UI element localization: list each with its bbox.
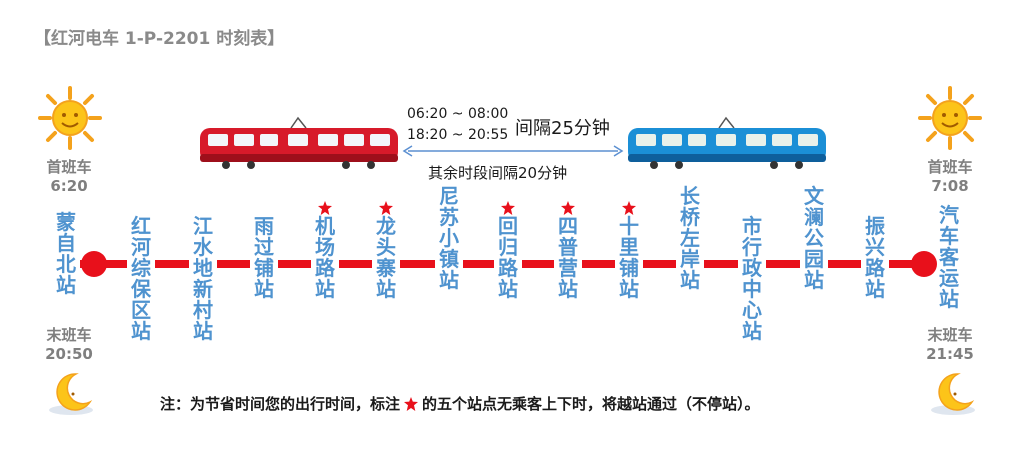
station-3: 雨过铺站: [254, 214, 274, 301]
track-segment: [582, 260, 615, 268]
tram-icon: [628, 116, 826, 169]
skip-note: 注：为节省时间您的出行时间，标注 的五个站点无乘客上下时，将越站通过（不停站）。: [160, 393, 760, 414]
station-5: 龙头寨站: [376, 214, 396, 301]
track-segment: [704, 260, 738, 268]
last-train-label: 末班车: [927, 326, 973, 344]
note-prefix: 注：为节省时间您的出行时间，标注: [160, 395, 401, 413]
double-arrow-icon: [402, 145, 624, 157]
station-9: 十里铺站: [619, 214, 639, 301]
right-first-train: 首班车 7:08: [915, 158, 985, 196]
first-train-label: 首班车: [46, 158, 92, 176]
star-icon: [561, 201, 575, 215]
star-icon: [379, 201, 393, 215]
star-icon: [404, 397, 419, 411]
sun-icon: [918, 86, 982, 150]
station-1: 红河综保区站: [131, 214, 151, 343]
left-last-train: 末班车 20:50: [34, 326, 104, 364]
track-segment: [522, 260, 554, 268]
peak-interval: 间隔25分钟: [515, 118, 610, 139]
track-segment: [155, 260, 189, 268]
track-segment: [400, 260, 435, 268]
star-icon: [622, 201, 636, 215]
terminal-dot-end: [911, 251, 937, 277]
last-train-time: 20:50: [45, 345, 93, 363]
first-train-time: 6:20: [50, 177, 88, 195]
note-suffix: 的五个站点无乘客上下时，将越站通过（不停站）。: [422, 395, 760, 413]
track-segment: [339, 260, 372, 268]
right-last-train: 末班车 21:45: [915, 326, 985, 364]
peak-time-ranges: 06:20 ~ 08:00 18:20 ~ 20:55: [407, 104, 508, 146]
station-14: 汽车客运站: [939, 203, 959, 311]
track-segment: [766, 260, 800, 268]
moon-icon: [931, 373, 975, 415]
left-first-train: 首班车 6:20: [34, 158, 104, 196]
station-10: 长桥左岸站: [680, 184, 700, 292]
track-segment: [217, 260, 250, 268]
station-13: 振兴路站: [865, 214, 885, 301]
first-train-time: 7:08: [931, 177, 969, 195]
station-6: 尼苏小镇站: [439, 184, 459, 292]
station-0: 蒙自北站: [56, 210, 76, 297]
first-train-label: 首班车: [927, 158, 973, 176]
tram-icon: [200, 116, 398, 169]
track-segment: [463, 260, 494, 268]
offpeak-interval: 其余时段间隔20分钟: [428, 164, 568, 182]
station-12: 文澜公园站: [804, 184, 824, 292]
sun-icon: [38, 86, 102, 150]
station-7: 回归路站: [498, 214, 518, 301]
star-icon: [501, 201, 515, 215]
station-4: 机场路站: [315, 214, 335, 301]
peak-time-morning: 06:20 ~ 08:00: [407, 106, 509, 122]
station-11: 市行政中心站: [742, 214, 762, 343]
last-train-time: 21:45: [926, 345, 974, 363]
moon-icon: [49, 373, 93, 415]
track-segment: [643, 260, 676, 268]
track-segment: [278, 260, 311, 268]
track-segment: [828, 260, 861, 268]
terminal-dot-start: [81, 251, 107, 277]
peak-time-evening: 18:20 ~ 20:55: [407, 127, 509, 143]
last-train-label: 末班车: [46, 326, 92, 344]
page-title: 【红河电车 1-P-2201 时刻表】: [34, 29, 285, 49]
station-2: 江水地新村站: [193, 214, 213, 343]
station-8: 四普营站: [558, 214, 578, 301]
star-icon: [318, 201, 332, 215]
